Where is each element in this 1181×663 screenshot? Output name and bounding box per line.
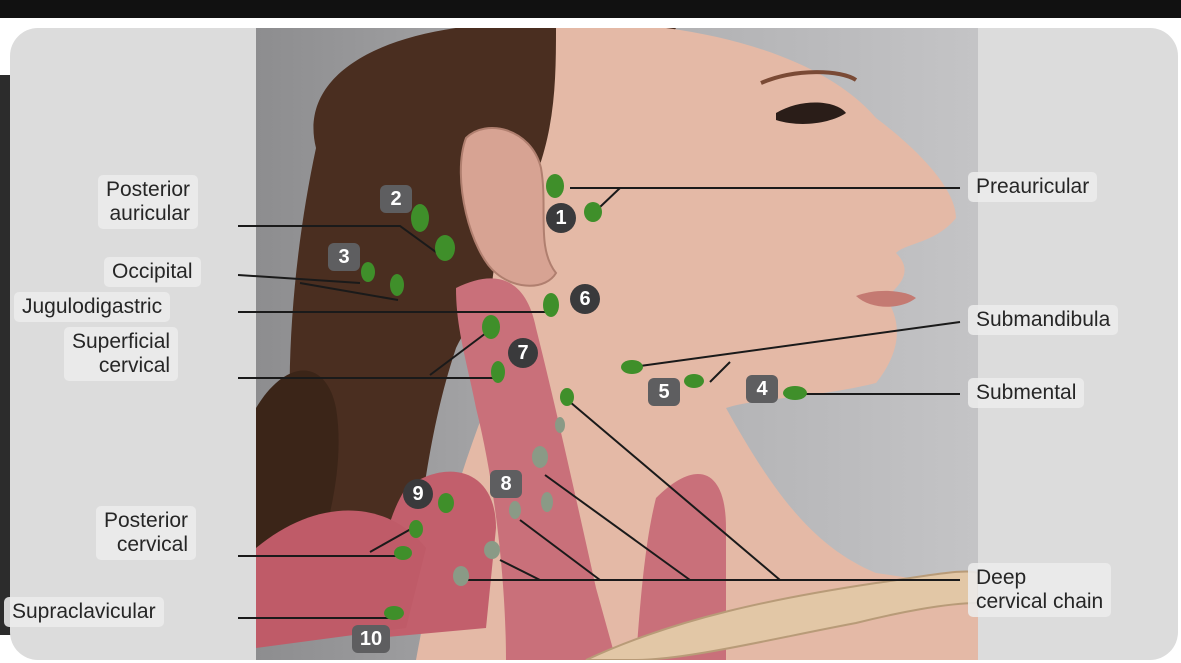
badge-1: 1 <box>546 203 576 233</box>
label-preauricular: Preauricular <box>968 172 1097 202</box>
label-submandibular: Submandibula <box>968 305 1118 335</box>
label-jugulodigastric: Jugulodigastric <box>14 292 170 322</box>
badge-6: 6 <box>570 284 600 314</box>
badge-5: 5 <box>648 378 680 406</box>
label-superficial-cervical: Superficial cervical <box>64 327 178 381</box>
badge-10: 10 <box>352 625 390 653</box>
badge-8: 8 <box>490 470 522 498</box>
badge-4: 4 <box>746 375 778 403</box>
lymph-nodes <box>361 174 807 620</box>
label-posterior-auricular: Posterior auricular <box>98 175 198 229</box>
label-occipital: Occipital <box>104 257 201 287</box>
label-supraclavicular: Supraclavicular <box>4 597 164 627</box>
badge-7: 7 <box>508 338 538 368</box>
label-posterior-cervical: Posterior cervical <box>96 506 196 560</box>
badge-9: 9 <box>403 479 433 509</box>
label-deep-cervical-chain: Deep cervical chain <box>968 563 1111 617</box>
badge-2: 2 <box>380 185 412 213</box>
badge-3: 3 <box>328 243 360 271</box>
label-submental: Submental <box>968 378 1084 408</box>
